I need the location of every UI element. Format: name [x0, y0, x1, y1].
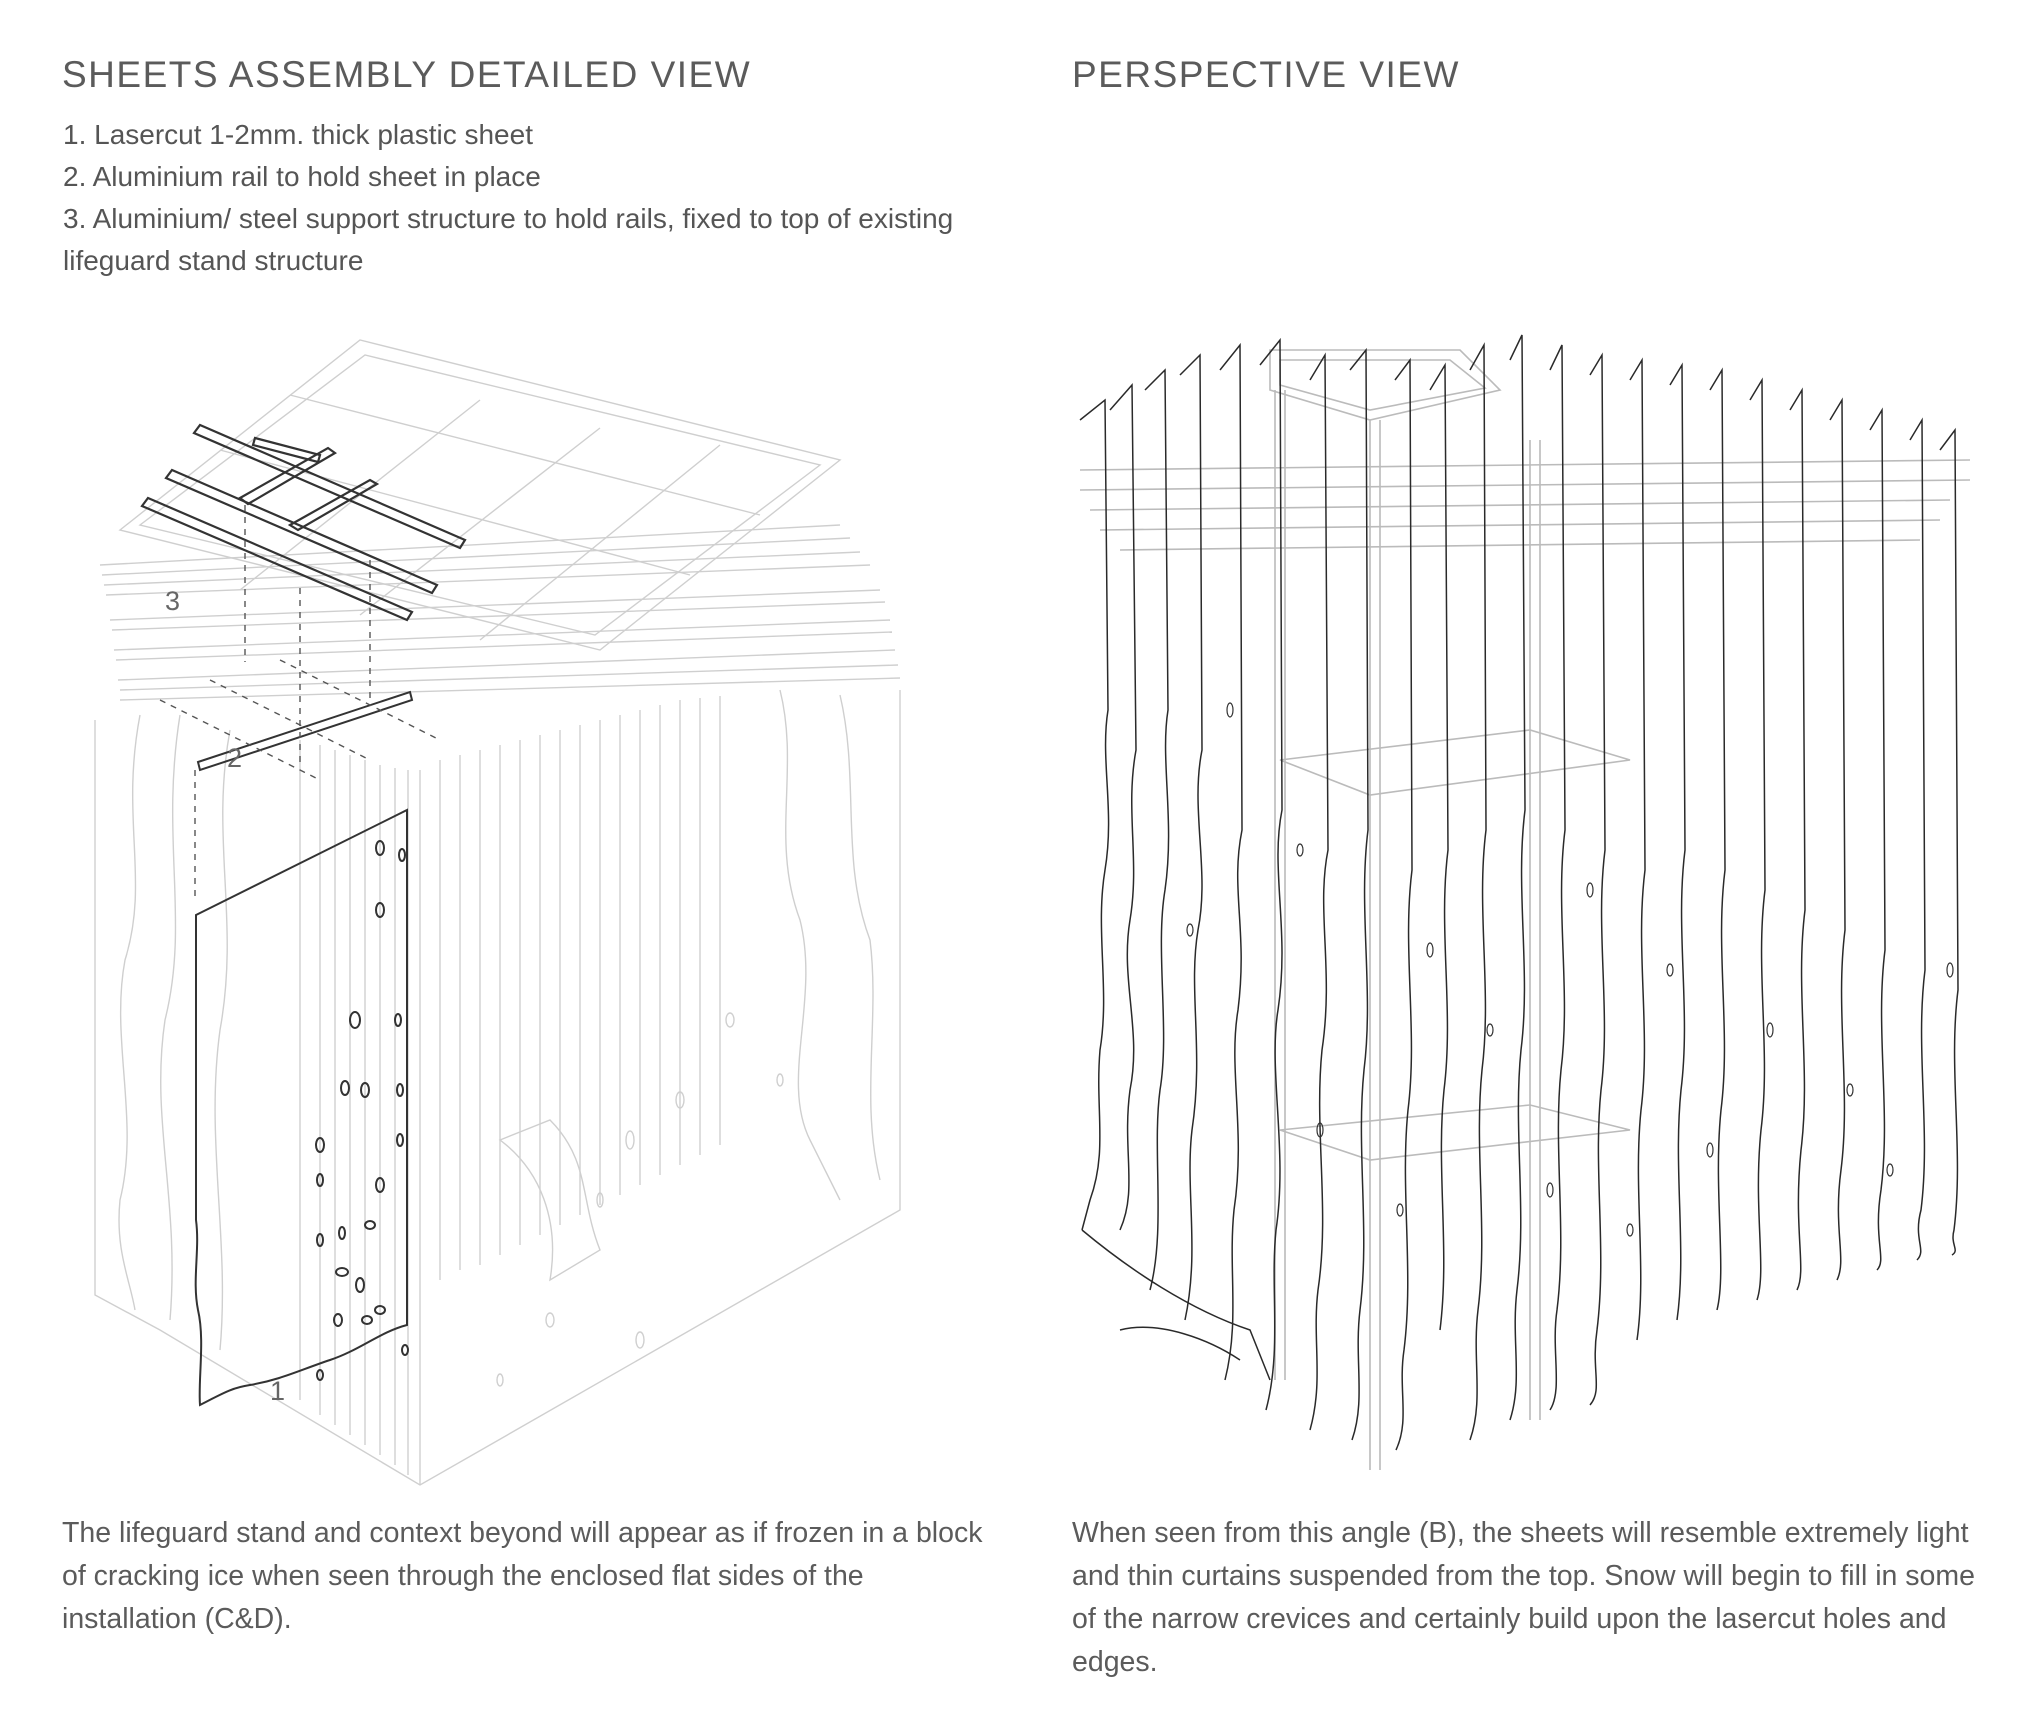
curtain-sheets: [1079, 334, 1959, 1451]
callout-2: 2: [227, 743, 242, 773]
aluminium-rail-part: [196, 690, 414, 772]
callout-3: 3: [165, 586, 180, 616]
sheets-assembly-exploded-diagram: 3 2 1: [94, 339, 901, 1486]
right-panel-title: PERSPECTIVE VIEW: [1072, 54, 1460, 95]
support-structure-part: [140, 423, 467, 622]
callout-1: 1: [270, 1376, 285, 1406]
frame-structure: [1079, 349, 1971, 1470]
note-aluminium-rail: 2. Aluminium rail to hold sheet in place: [63, 161, 541, 192]
right-panel-caption: When seen from this angle (B), the sheet…: [1072, 1517, 1975, 1678]
assembly-notes-list: 1. Lasercut 1-2mm. thick plastic sheet 2…: [63, 114, 963, 282]
note-lasercut-sheet: 1. Lasercut 1-2mm. thick plastic sheet: [63, 119, 533, 150]
perspective-view-drawing: [1079, 334, 1971, 1470]
note-support-structure: 3. Aluminium/ steel support structure to…: [63, 203, 954, 276]
faint-sheet-block: [94, 339, 901, 1486]
lasercut-sheet-part: [194, 808, 409, 1407]
left-panel-caption: The lifeguard stand and context beyond w…: [62, 1517, 983, 1635]
left-panel-title: SHEETS ASSEMBLY DETAILED VIEW: [62, 54, 752, 95]
guide-dashes: [159, 505, 441, 900]
sheet-holes: [1186, 702, 1954, 1237]
